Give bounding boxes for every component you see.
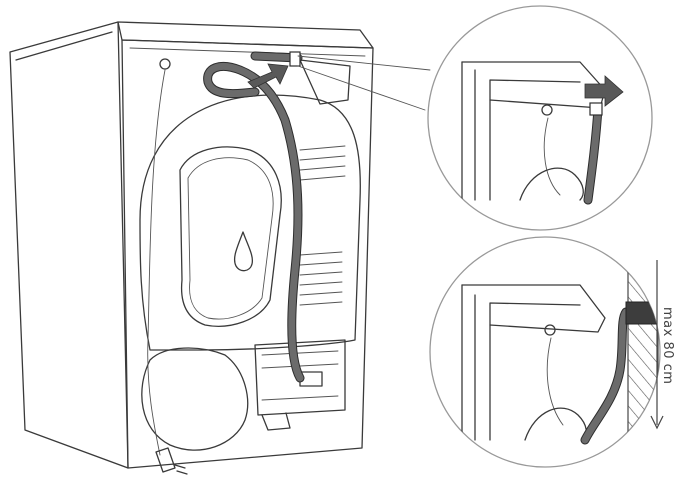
pull-arrow <box>584 75 624 107</box>
wall-hatch <box>627 237 659 466</box>
zoom-detail-bottom <box>429 236 661 468</box>
dryer-machine <box>9 21 374 475</box>
drain-hose <box>203 51 305 383</box>
push-arrow <box>247 63 289 89</box>
vent-grille <box>299 145 346 306</box>
max-height-label: max 80 cm <box>660 307 675 384</box>
height-measure: max 80 cm <box>650 260 675 430</box>
zoom-detail-top <box>427 5 653 231</box>
